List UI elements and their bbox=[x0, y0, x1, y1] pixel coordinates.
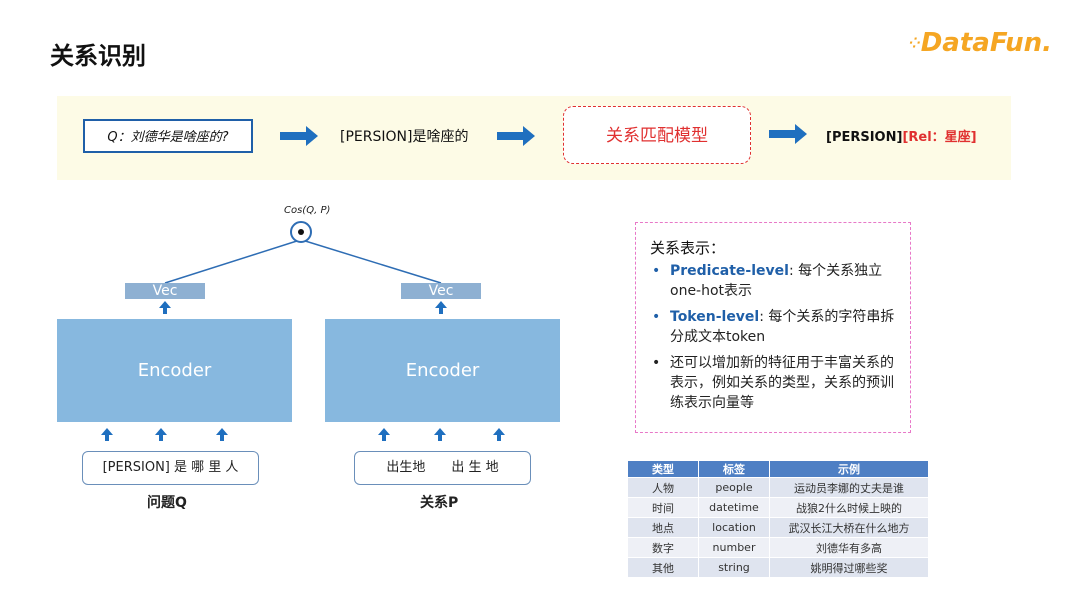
result-relation: [Rel：星座] bbox=[902, 130, 977, 145]
left-connector-line bbox=[164, 239, 301, 284]
relation-caption: 关系P bbox=[420, 495, 459, 511]
question-box: Q：刘德华是啥座的? bbox=[83, 119, 253, 153]
list-item: •Token-level: 每个关系的字符串拆分成文本token bbox=[652, 309, 895, 345]
up-arrow-icon bbox=[434, 428, 446, 441]
column-header: 标签 bbox=[698, 461, 770, 478]
column-header: 示例 bbox=[769, 461, 928, 478]
representation-heading: 关系表示： bbox=[650, 239, 726, 257]
question-caption: 问题Q bbox=[147, 495, 187, 511]
right-connector-line bbox=[301, 239, 442, 284]
result-prefix: [PERSION] bbox=[826, 130, 903, 145]
arrow-right-icon bbox=[769, 124, 807, 144]
left-vec: Vec bbox=[125, 283, 205, 299]
right-vec: Vec bbox=[401, 283, 481, 299]
relation-representation-box: 关系表示： •Predicate-level: 每个关系独立one-hot表示 … bbox=[635, 222, 911, 433]
up-arrow-icon bbox=[435, 301, 447, 314]
up-arrow-icon bbox=[159, 301, 171, 314]
up-arrow-icon bbox=[101, 428, 113, 441]
cosine-dot-icon bbox=[298, 229, 304, 235]
up-arrow-icon bbox=[378, 428, 390, 441]
arrow-right-icon bbox=[280, 126, 318, 146]
template-text: [PERSION]是啥座的 bbox=[340, 129, 469, 145]
column-header: 类型 bbox=[628, 461, 699, 478]
up-arrow-icon bbox=[216, 428, 228, 441]
page-title: 关系识别 bbox=[50, 42, 146, 70]
bullet-icon: • bbox=[652, 309, 661, 325]
list-item: •还可以增加新的特征用于丰富关系的表示，例如关系的类型，关系的预训练表示向量等 bbox=[652, 355, 894, 411]
logo-text: DataFun. bbox=[920, 28, 1052, 58]
arrow-right-icon bbox=[497, 126, 535, 146]
right-encoder: Encoder bbox=[325, 319, 560, 422]
datafun-logo: ⁘DataFun. bbox=[909, 28, 1052, 58]
bullet-icon: • bbox=[652, 355, 661, 371]
result-text: [PERSION][Rel：星座] bbox=[826, 126, 977, 145]
diagram-connectors bbox=[164, 221, 442, 284]
up-arrow-icon bbox=[155, 428, 167, 441]
cos-label: Cos(Q, P) bbox=[284, 205, 331, 216]
diagram-up-arrows bbox=[101, 301, 505, 441]
bullet-icon: • bbox=[652, 263, 661, 279]
question-input-box: [PERSION] 是 哪 里 人 bbox=[82, 451, 259, 485]
relation-input-box: 出生地 出 生 地 bbox=[354, 451, 531, 485]
logo-dots-icon: ⁘ bbox=[908, 35, 921, 52]
representation-list: •Predicate-level: 每个关系独立one-hot表示 •Token… bbox=[648, 261, 900, 419]
up-arrow-icon bbox=[493, 428, 505, 441]
relation-matching-model-box: 关系匹配模型 bbox=[563, 106, 751, 164]
table-header-row: 类型 标签 示例 bbox=[628, 461, 928, 478]
left-encoder: Encoder bbox=[57, 319, 292, 422]
list-item: •Predicate-level: 每个关系独立one-hot表示 bbox=[652, 263, 883, 299]
